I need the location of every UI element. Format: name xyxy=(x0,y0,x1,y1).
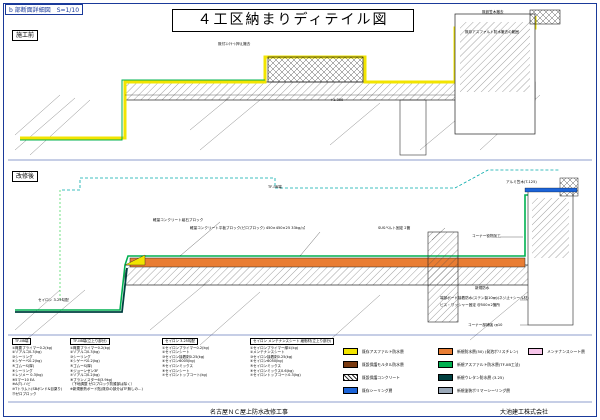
spec-line: ⑥セイロンシート xyxy=(162,368,190,373)
legend-swatch xyxy=(438,374,453,381)
spec-line: ⑤ゴムーS(厚) xyxy=(70,363,93,368)
spec-line: ⑦ゾアルコ0.2(kg) xyxy=(70,373,100,378)
legend-swatch xyxy=(438,348,453,355)
note-corner-fitting: コーナー役物加工 xyxy=(472,234,501,238)
after-tag: 改修後 xyxy=(12,171,39,182)
note-screws: ビス・ワッシャー固定 @500×2箇所 xyxy=(440,303,501,307)
note-cap: アルミ笠木(T-125) xyxy=(506,180,537,184)
spec-line: ⑤セイロンミックス xyxy=(250,363,282,368)
note-level-bottom: セイロン 3.25勾配 xyxy=(38,298,69,302)
legend-item: 既設保護モルタル防水層 xyxy=(343,361,404,368)
spec-line: ⑥ジョーンゼン3F xyxy=(70,368,99,373)
after-section xyxy=(14,169,579,346)
spec-line: ⑦レジメー 0.3(kg) xyxy=(12,373,43,378)
spec-line: ⑩Tトラムト(SBボンド&目薬り) xyxy=(12,386,63,391)
spec-line: ③セイロン接着剤0.25(kg) xyxy=(162,354,205,359)
note-fixed: 新規防水 xyxy=(475,286,490,290)
spec-line: ⑧5マー10 EA xyxy=(12,377,35,382)
spec-line: ②セイロンシート xyxy=(162,350,190,355)
spec-line: ⑧ブランノスター6(3.9kg) xyxy=(70,377,113,382)
spec-block-2: TF-IIB端(立上り部分) ①概要プライマー0.2(kg) ②ゾアルコ0.3(… xyxy=(70,338,160,392)
spec-block-4: セイロン メンテナンスシート 緩衝材(立上り部分) ①セイロンプライマー緑①(k… xyxy=(250,338,338,378)
note-level-top: TF-IIB端 xyxy=(268,185,282,189)
spec-line: ②ゾアルコ0.3(kg) xyxy=(12,350,42,355)
legend-label: 既設保護モルタル防水層 xyxy=(362,361,404,367)
note-block: 軽量コンクリート組石ブロック xyxy=(153,218,204,222)
spec-line: ②ゾアルコ0.3(kg) xyxy=(70,350,100,355)
drawing-frame xyxy=(3,3,597,417)
spec-heading: TF-IIB端(立上り部分) xyxy=(70,338,110,345)
legend-item: 既存アスファルト防水層 xyxy=(343,348,404,355)
legend-label: 新規防水層(50) (発泡ポリスチレン) xyxy=(457,348,519,354)
spec-line: ⑤セイロンミックス xyxy=(162,363,194,368)
spec-line: ⑦セイロントップコート0.3(kg) xyxy=(250,373,301,378)
legend-label: 新規アスファルト防水層(TF-IIB工法) xyxy=(457,361,521,367)
spec-line: ④シゲーベ0.2(kg) xyxy=(70,359,100,364)
legend-swatch xyxy=(343,361,358,368)
spec-line: ③シーリング xyxy=(12,354,33,359)
drawing-title: ４工区納まりディテイル図 xyxy=(172,9,414,32)
legend-swatch xyxy=(343,387,358,394)
note-flat-block: 軽量コンクリート平板ブロック(ピロブロック) 450×450×25 33kg/㎡ xyxy=(190,226,306,230)
spec-line: ①セイロンプライマー0.2(kg) xyxy=(162,345,210,350)
spec-line: ④セイロン6050(kg) xyxy=(250,359,284,364)
spec-line: ③セイロン接着剤0.25(kg) xyxy=(250,354,293,359)
note-dim: +1.300 xyxy=(330,98,344,102)
spec-line: ③シーリング xyxy=(70,354,91,359)
spec-line: ⑦セイロントップコート(kg) xyxy=(162,373,208,378)
note-new-cap: 既設笠木撤去 xyxy=(482,10,504,14)
legend-item: 既設保護コンクリート xyxy=(343,374,400,381)
spec-line: ①概要プライマー0.2(kg) xyxy=(12,345,53,350)
spec-line: ④セイロン6005(kg) xyxy=(162,359,196,364)
legend-label: 既存シーリング層 xyxy=(362,387,393,393)
spec-line: ①概要プライマー0.2(kg) xyxy=(70,345,111,350)
section-label: b 部断面詳細図 S=1/10 xyxy=(5,4,84,15)
legend-label: 既存アスファルト防水層 xyxy=(362,348,404,354)
note-existing-waterproof: 既存アスファルト防水撤去の範囲 xyxy=(465,30,519,34)
spec-line: ⑤ゴムーS(厚) xyxy=(12,363,35,368)
legend-item: 新規防水層(50) (発泡ポリスチレン) xyxy=(438,348,518,355)
legend-item: 新規ウレタン防水層 (3.25) xyxy=(438,374,504,381)
legend-swatch xyxy=(528,348,543,355)
spec-heading: セイロン メンテナンスシート 緩衝材(立上り部分) xyxy=(250,338,335,345)
spec-line: ⑪ゼロブロック xyxy=(12,391,37,396)
legend-item: 既存シーリング層 xyxy=(343,387,392,394)
spec-line: ⑥セイロンミックス0.6(kg) xyxy=(250,368,294,373)
legend-label: メンテナンスシート層 xyxy=(547,348,585,354)
spec-line: （下地調整 ゼロブロック防護部は除く） xyxy=(70,382,135,387)
spec-heading: セイロン 3.25勾配 xyxy=(162,338,198,345)
note-sus-bolt: SUSベルト固定 2箇 xyxy=(378,226,411,230)
spec-block-3: セイロン 3.25勾配 ①セイロンプライマー0.2(kg) ②セイロンシート ③… xyxy=(162,338,247,378)
project-name: 名古屋ＮＣ屋上防水改修工事 xyxy=(210,409,289,416)
spec-line: ②メンテナンスシート xyxy=(250,350,285,355)
note-concrete-curb: 既付ｺﾝｸﾘｰﾄ押え撤去 xyxy=(218,42,251,46)
spec-line: ①セイロンプライマー緑①(kg) xyxy=(250,345,299,350)
spec-line: ⑨A(T)-ハビ xyxy=(12,382,31,387)
legend-label: 新規ウレタン防水層 (3.25) xyxy=(457,374,504,380)
spec-line: ④シゲーベ0.2(kg) xyxy=(12,359,42,364)
spec-line: ⑥シーリング xyxy=(12,368,33,373)
company-name: 大池建工株式会社 xyxy=(500,409,549,416)
legend-swatch xyxy=(438,387,453,394)
note-corner-seal: コーナー部補強 ㎝10 xyxy=(468,323,503,327)
legend-label: 既設保護コンクリート xyxy=(362,374,400,380)
legend-swatch xyxy=(438,361,453,368)
legend-swatch xyxy=(343,348,358,355)
legend-item: メンテナンスシート層 xyxy=(528,348,585,355)
legend-item: 新規アスファルト防水層(TF-IIB工法) xyxy=(438,361,520,368)
spec-line: ※新規断熱ボード貼(既存の部分はTF無しの…) xyxy=(70,386,143,391)
legend-label: 新規塗装ポリマーシーリング層 xyxy=(457,387,511,393)
before-tag: 施工前 xyxy=(12,30,39,41)
before-section xyxy=(14,9,561,156)
legend-item: 新規塗装ポリマーシーリング層 xyxy=(438,387,510,394)
spec-block-1: TF-IIB端 ①概要プライマー0.2(kg) ②ゾアルコ0.3(kg) ③シー… xyxy=(12,338,82,396)
note-end-sheet: 端部ボード接着防水(ステン製10㎜)(ネジ止+シール材) xyxy=(440,296,529,300)
legend-swatch xyxy=(343,374,358,381)
spec-heading: TF-IIB端 xyxy=(12,338,32,345)
